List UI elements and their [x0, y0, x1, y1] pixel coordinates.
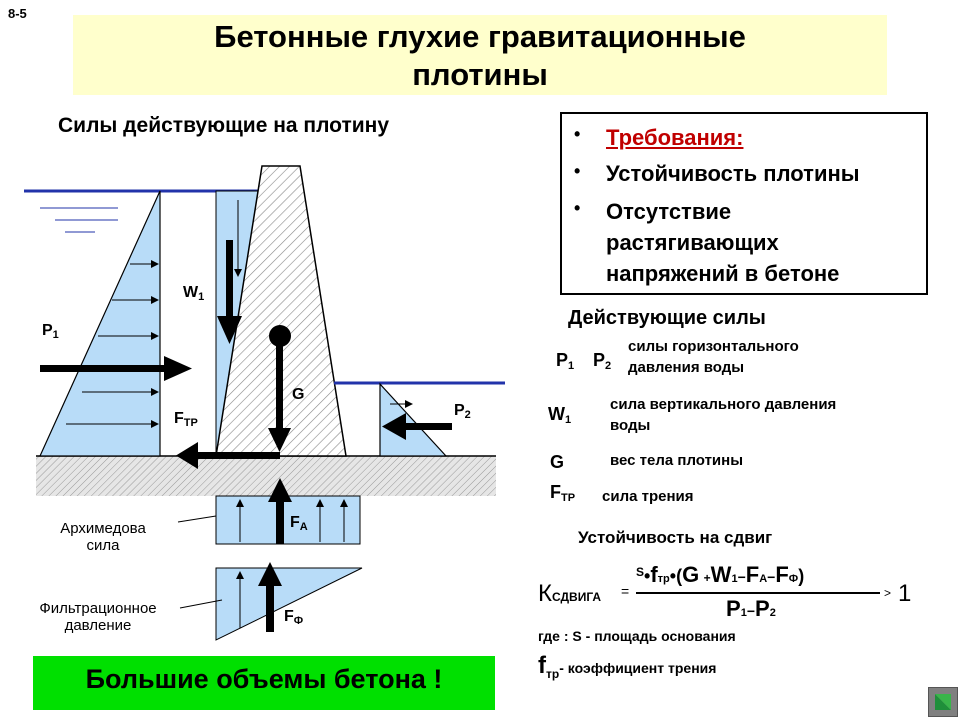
legend-ftr-description: сила трения	[602, 488, 694, 505]
label-w1: W1	[183, 284, 205, 303]
archimedes-label: Архимедова сила	[60, 520, 146, 554]
title-line-1: Бетонные глухие гравитационные	[214, 19, 746, 54]
formula-denominator: P1−P2	[726, 596, 776, 621]
archimedes-pointer	[177, 515, 217, 523]
acting-forces-title: Действующие силы	[568, 307, 766, 329]
formula-numerator: S•fтр•(G +W1−FА−FФ)	[636, 562, 805, 587]
slide-title: Бетонные глухие гравитационные плотины	[73, 18, 887, 94]
label-g: G	[292, 386, 305, 403]
next-arrow-icon	[935, 694, 951, 710]
legend-g: G	[550, 452, 565, 472]
force-p1-arrow	[40, 356, 192, 381]
title-background	[73, 15, 887, 95]
filtration-pointer	[179, 599, 223, 609]
requirements-box: • Требования: • Устойчивость плотины • О…	[560, 112, 928, 295]
requirement-no-tension: Отсутствие растягивающих напряжений в бе…	[606, 199, 840, 286]
dam-diagram	[24, 165, 505, 641]
label-ftr: FТР	[174, 410, 198, 429]
label-ff: FФ	[284, 608, 304, 627]
label-fa: FА	[290, 514, 308, 533]
bottom-banner-background	[33, 656, 495, 710]
fraction-bar	[636, 592, 880, 594]
k-shear-symbol: КСДВИГА	[538, 580, 602, 607]
upstream-pressure-triangle	[39, 190, 161, 457]
legend-p2: P2	[593, 350, 612, 372]
legend-p1: P1	[556, 350, 575, 372]
bullet-2: •	[574, 161, 581, 181]
friction-note: fтр- коэффициент трения	[538, 652, 717, 681]
force-g-arrow	[268, 325, 291, 452]
legend-w1: W1	[548, 404, 572, 426]
upstream-pressure-arrows	[66, 260, 159, 428]
equals-sign: =	[621, 583, 630, 599]
legend-g-description: вес тела плотины	[610, 452, 744, 469]
next-slide-button[interactable]	[928, 687, 958, 717]
force-w1-arrow	[217, 240, 242, 344]
bullet-3: •	[574, 198, 581, 218]
diagram-subtitle: Силы действующие на плотину	[58, 114, 390, 137]
force-ftr-arrow	[176, 442, 280, 469]
bullet-1: •	[574, 124, 581, 144]
label-p2: P2	[454, 402, 471, 421]
archimedes-rectangle	[215, 495, 361, 545]
downstream-pressure-triangle	[379, 382, 448, 457]
legend-ftr: FТР	[550, 482, 576, 504]
force-fa-arrow	[268, 478, 292, 544]
filtration-triangle	[215, 567, 363, 641]
legend-w1-description: сила вертикального давления воды	[610, 396, 837, 434]
ground-strip	[36, 456, 496, 496]
archimedes-arrows	[236, 499, 348, 542]
where-note: где : S - площадь основания	[538, 628, 736, 644]
force-p2-arrow	[382, 413, 452, 440]
requirement-stability: Устойчивость плотины	[606, 161, 860, 186]
force-ff-arrow	[258, 562, 282, 632]
legend-p-description: силы горизонтального давления воды	[628, 338, 799, 376]
formula-one: 1	[898, 580, 912, 607]
label-p1: P1	[42, 322, 59, 341]
greater-than-sign: >	[884, 586, 892, 600]
filtration-label: Фильтрационное давление	[39, 600, 157, 634]
requirements-heading: Требования:	[606, 125, 744, 150]
slide-number: 8-5	[8, 6, 27, 21]
title-line-2: плотины	[412, 57, 548, 92]
shear-stability-title: Устойчивость на сдвиг	[578, 528, 773, 547]
bottom-banner-text: Большие объемы бетона !	[85, 664, 443, 694]
dam-body	[215, 165, 347, 457]
